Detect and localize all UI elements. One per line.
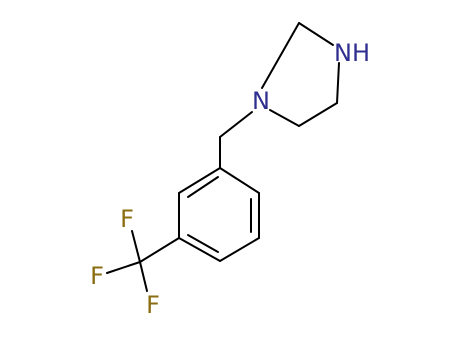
bond-ring-2 [298,22,334,46]
atom-nh-label: NH [334,39,370,67]
bond-c-f-top [131,230,141,263]
atom-f-top-label: F [120,205,134,233]
bond-benzene-4 [178,237,221,262]
bond-c-f-left [106,261,141,274]
benzene-ring [178,167,260,262]
piperazine-ring [261,22,340,127]
bond-benzene-double-3 [187,176,219,198]
bond-benzene-1 [219,167,260,194]
bond-benzene-6 [178,167,221,194]
bond-c-f-bottom [139,261,148,292]
bond-benzene-3 [219,237,260,262]
bond-n-ch2 [219,111,253,138]
bond-benzene-double-2 [187,234,219,253]
bond-ring-5 [269,109,300,127]
atom-f-left-label: F [90,262,104,290]
atom-n-label: N [252,87,270,115]
bond-ring-3 [336,62,340,104]
atom-f-bottom-label: F [146,291,160,319]
trifluoromethyl-group [106,230,180,292]
bond-ring-1 [261,22,300,89]
bond-ring-cf3 [139,237,180,263]
bond-ring-4 [298,102,338,127]
